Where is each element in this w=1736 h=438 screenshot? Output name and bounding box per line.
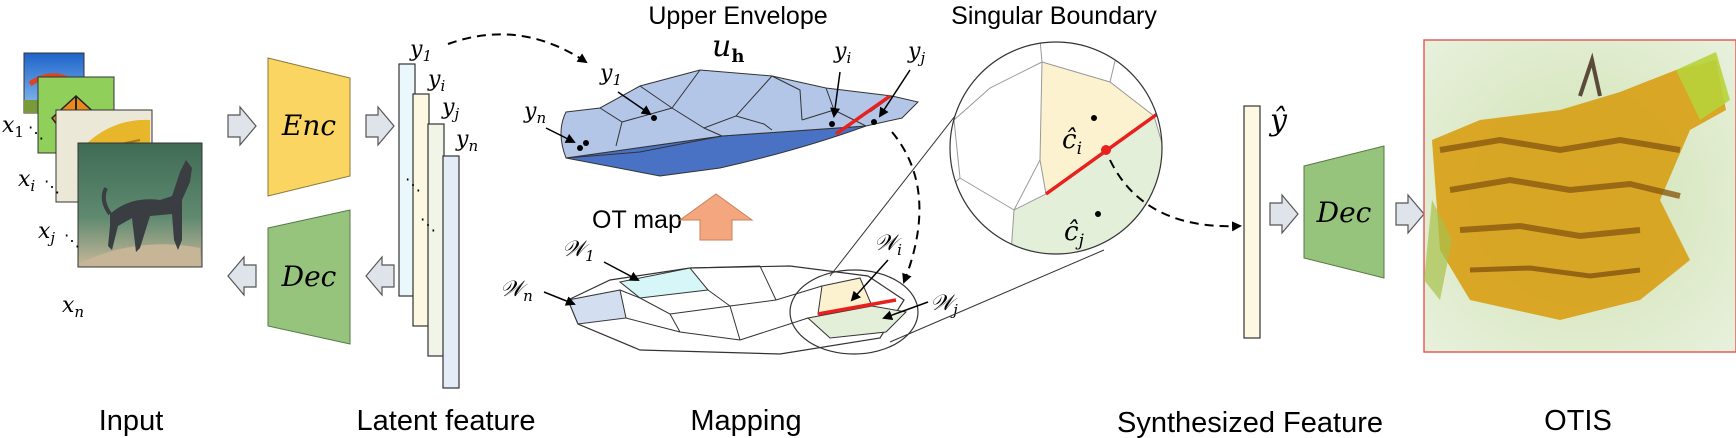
arrow-enc-to-latent — [365, 105, 395, 147]
arrow-yhat-to-dec — [1269, 193, 1299, 235]
envelope-singular-edge — [834, 94, 892, 136]
latent-feature-bars: ⋱ ⋱ — [398, 63, 460, 389]
cell-label-w1: 𝒲1 — [562, 237, 595, 265]
latent-label-yj: yj — [441, 95, 459, 123]
envelope-top — [560, 69, 919, 159]
zoom-connector-bottom — [889, 249, 1105, 343]
singular-boundary-title: Singular Boundary — [951, 2, 1157, 30]
envelope-label-yj: yj — [907, 39, 925, 67]
decoder-right-label: Dec — [1316, 196, 1372, 229]
arrow-dec-to-input — [227, 255, 257, 297]
latent-bar-yj — [427, 123, 445, 357]
envelope-label-yn: yn — [523, 99, 546, 127]
dots-xj-xn: ⋱ — [64, 231, 80, 250]
encoder-label: Enc — [281, 109, 336, 142]
section-label-otis: OTIS — [1544, 405, 1612, 437]
envelope-label-y1: y1 — [599, 61, 622, 89]
envelope-underside — [565, 125, 867, 177]
upper-envelope-title: Upper Envelope — [648, 2, 827, 30]
zoom-label-cj: ĉj — [1064, 217, 1085, 251]
cell-label-wn: 𝒲n — [500, 277, 533, 305]
latent-label-yi: yi — [427, 67, 445, 95]
arrow-input-to-enc — [227, 105, 257, 147]
otis-output-image — [1423, 39, 1736, 353]
decoder-block-left: Dec — [267, 209, 351, 345]
latent-dots-2: ⋱ — [420, 215, 436, 234]
latent-label-yn: yn — [455, 127, 478, 155]
envelope-label-uh: uh — [712, 29, 744, 67]
dots-xi-xj: ⋱ — [44, 177, 60, 196]
singular-boundary-zoom — [949, 41, 1163, 255]
dashed-arrow-envelope-to-cells — [891, 131, 921, 284]
arrow-latent-to-dec — [365, 255, 395, 297]
input-image-4 — [77, 142, 203, 268]
input-image-stack — [23, 52, 203, 268]
decoder-block-right: Dec — [1303, 145, 1385, 279]
latent-dots: ⋱ — [405, 175, 421, 194]
cell-label-wi: 𝒲i — [874, 231, 902, 259]
latent-label-y1: y1 — [409, 37, 432, 65]
power-diagram — [567, 265, 919, 355]
upper-envelope — [560, 69, 919, 177]
ot-map-label: OT map — [592, 206, 682, 234]
power-diagram-edges — [619, 265, 823, 341]
section-label-mapping: Mapping — [690, 405, 801, 437]
cells-singular-edge — [817, 298, 897, 316]
label-xn: xn — [62, 293, 84, 321]
section-label-input: Input — [99, 405, 164, 437]
arrow-dec-to-output — [1395, 193, 1425, 235]
synthesized-feature-bar — [1243, 105, 1261, 339]
envelope-label-yi: yi — [833, 39, 851, 67]
latent-bar-yi — [412, 93, 430, 327]
ot-map-arrow — [678, 193, 754, 241]
latent-bar-yn — [442, 155, 460, 389]
cell-wn — [567, 289, 627, 325]
label-yhat: ŷ — [1268, 103, 1288, 138]
dashed-arrow-y1-to-envelope — [447, 33, 588, 64]
label-xj: xj — [38, 219, 55, 247]
section-label-latent: Latent feature — [357, 405, 536, 437]
decoder-left-label: Dec — [281, 260, 337, 293]
section-label-synthesized: Synthesized Feature — [1117, 407, 1383, 438]
encoder-block: Enc — [267, 57, 351, 197]
label-x1: x1 — [2, 113, 24, 141]
zoom-label-ci: ĉi — [1062, 125, 1082, 159]
dashed-arrow-to-yhat — [1109, 159, 1242, 232]
zoom-ellipse — [789, 269, 919, 355]
dots-x1-xi: ⋱ — [28, 123, 44, 142]
label-xi: xi — [18, 167, 35, 195]
